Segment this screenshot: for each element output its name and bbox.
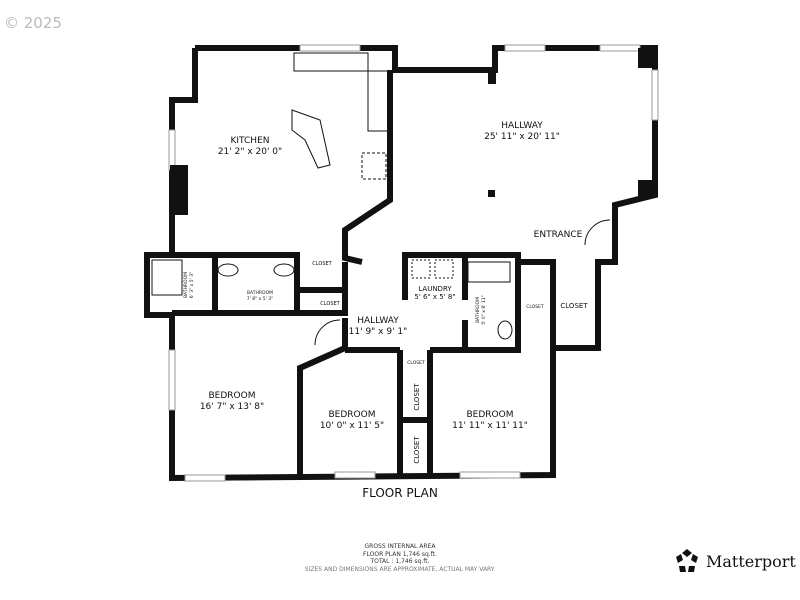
copyright: © 2025	[4, 14, 62, 32]
area-heading: GROSS INTERNAL AREA	[364, 543, 436, 550]
laundry-label: LAUNDRY	[418, 285, 452, 293]
laundry-dims: 5' 6" x 5' 8"	[414, 293, 455, 301]
bathroom-dims: 5' 0" x 8' 11"	[481, 295, 487, 324]
hallway-dims: 25' 11" x 20' 11"	[484, 132, 560, 142]
bedroom-label: BEDROOM	[209, 391, 256, 401]
hallway-label: HALLWAY	[501, 121, 543, 131]
bedroom-dims: 10' 0" x 11' 5"	[320, 421, 384, 431]
bedroom-label: BEDROOM	[467, 410, 514, 420]
gross-area-block: GROSS INTERNAL AREA FLOOR PLAN 1,746 sq.…	[300, 543, 500, 573]
entrance-label: ENTRANCE	[534, 230, 583, 240]
closet-label: CLOSET	[560, 302, 588, 310]
floor-plan-title: FLOOR PLAN	[362, 486, 438, 500]
closet-label: CLOSET	[320, 301, 340, 307]
bathroom-label: BATHROOM	[183, 272, 189, 298]
closet-label: CLOSET	[407, 360, 425, 366]
closet-label: CLOSET	[413, 436, 421, 464]
hallway-small-dims: 11' 9" x 9' 1"	[349, 327, 408, 337]
bedroom-dims: 11' 11" x 11' 11"	[452, 421, 528, 431]
closet-label: CLOSET	[312, 261, 332, 267]
kitchen-label: KITCHEN	[231, 136, 270, 146]
brand-name: Matterport	[706, 551, 796, 571]
matterport-brand: Matterport	[674, 548, 796, 574]
bathroom-dims: 6' 3" x 5' 3"	[189, 272, 195, 298]
closet-label: CLOSET	[526, 304, 544, 310]
area-note: SIZES AND DIMENSIONS ARE APPROXIMATE, AC…	[304, 565, 496, 573]
area-floor-plan: FLOOR PLAN 1,746 sq.ft.	[363, 550, 437, 558]
bathroom-dims: 7' 8" x 5' 3"	[247, 296, 273, 302]
kitchen-dims: 21' 2" x 20' 0"	[218, 147, 282, 157]
bathroom-label: BATHROOM	[247, 290, 273, 296]
area-total: TOTAL : 1,746 sq.ft.	[370, 558, 430, 565]
hallway-small-label: HALLWAY	[357, 316, 399, 326]
closet-label: CLOSET	[413, 383, 421, 411]
matterport-logo-icon	[676, 549, 698, 572]
bathroom-label: BATHROOM	[475, 297, 481, 323]
bedroom-label: BEDROOM	[329, 410, 376, 420]
kitchen-wall	[342, 70, 393, 265]
bedroom-dims: 16' 7" x 13' 8"	[200, 402, 264, 412]
outer-wall	[144, 45, 658, 482]
